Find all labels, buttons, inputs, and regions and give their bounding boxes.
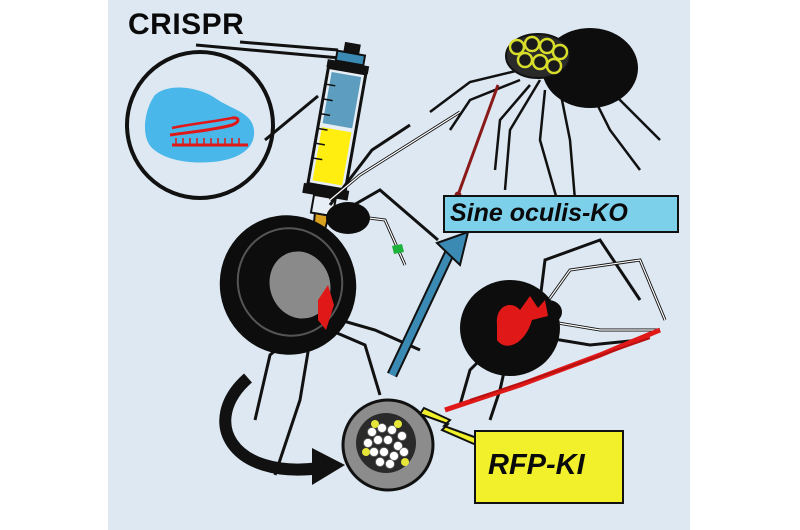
plasmid-zoom-circle [125,50,319,200]
crispr-callout-lines [195,40,341,60]
knockin-spider-icon [444,238,667,421]
plasmid-icon [144,87,255,163]
crispr-title: CRISPR [128,8,245,41]
knockout-label: Sine oculis-KO [450,199,628,227]
knockout-label-box [443,195,679,233]
egg-sac-icon [341,398,489,492]
curved-arrow-icon [219,373,345,485]
knockout-spider-icon [429,28,661,211]
injected-spider-icon [219,110,461,476]
arrow-icon [387,230,470,378]
knockin-label: RFP-KI [488,449,585,481]
knockin-label-box [474,430,624,504]
